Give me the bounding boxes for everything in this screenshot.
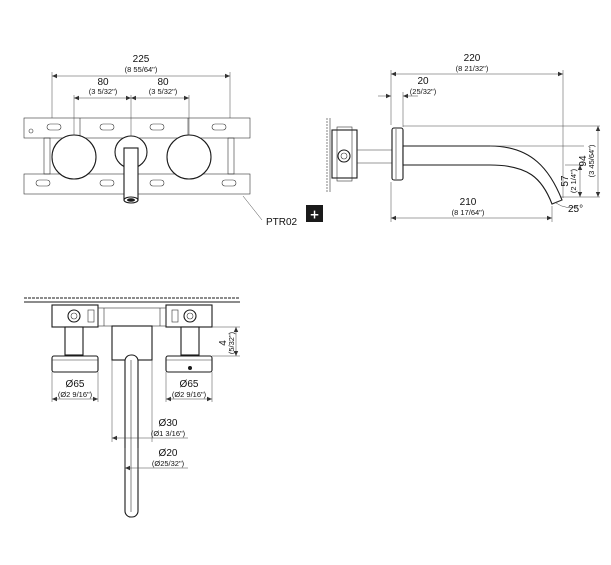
- spout-reach-inch: (8 17/64"): [452, 208, 485, 217]
- right-spacing-inch: (3 5/32"): [149, 87, 178, 96]
- left-handle: [51, 134, 97, 180]
- overall-width-inch: (8 55/64"): [125, 65, 158, 74]
- plus-icon: [306, 205, 323, 222]
- spout-dia-mm: Ø20: [159, 448, 178, 459]
- spout-front: [123, 147, 139, 201]
- right-handle-dia-inch: (Ø2 9/16"): [172, 390, 207, 399]
- offset-inch: (5/32"): [227, 331, 236, 354]
- spout-dia-inch: (Ø25/32"): [152, 459, 185, 468]
- spout-base-dia-mm: Ø30: [159, 418, 178, 429]
- spout-base-dia-inch: (Ø1 3/16"): [151, 429, 186, 438]
- dimension-lines-top: [51, 326, 240, 471]
- dimension-lines-side: [378, 70, 601, 222]
- side-view: 220 (8 21/32") 20 (25/32") 210 (8 17/64"…: [326, 53, 601, 222]
- overall-depth-mm: 220: [464, 53, 481, 64]
- height-57-inch: (2 1/4"): [569, 168, 578, 193]
- overall-width-mm: 225: [133, 54, 150, 65]
- left-handle-top: [51, 355, 99, 373]
- offset-mm: 4: [218, 340, 229, 346]
- spout-side: [402, 145, 563, 205]
- overall-depth-inch: (8 21/32"): [456, 64, 489, 73]
- angle-label: 25°: [568, 204, 583, 215]
- left-handle-dia-mm: Ø65: [66, 379, 85, 390]
- left-spacing-mm: 80: [97, 77, 109, 88]
- part-label: PTR02: [266, 217, 298, 228]
- height-94-mm: 94: [578, 155, 589, 167]
- top-view: 4 (5/32") Ø65 (Ø2 9/16") Ø65 (Ø2 9/16") …: [24, 297, 240, 518]
- right-handle-dia-mm: Ø65: [180, 379, 199, 390]
- escutcheon-depth-inch: (25/32"): [410, 87, 437, 96]
- dimension-lines-front: [51, 72, 263, 221]
- plus-symbol: +: [309, 208, 319, 222]
- height-94-inch: (3 45/64"): [587, 144, 596, 177]
- front-view: 225 (8 55/64") 80 (3 5/32") 80 (3 5/32")…: [23, 54, 323, 228]
- left-spacing-inch: (3 5/32"): [89, 87, 118, 96]
- escutcheon-depth-mm: 20: [417, 76, 429, 87]
- spout-reach-mm: 210: [460, 197, 477, 208]
- height-57-mm: 57: [560, 175, 571, 187]
- right-handle: [166, 134, 212, 180]
- spout-top: [124, 354, 139, 518]
- right-spacing-mm: 80: [157, 77, 169, 88]
- left-handle-dia-inch: (Ø2 9/16"): [58, 390, 93, 399]
